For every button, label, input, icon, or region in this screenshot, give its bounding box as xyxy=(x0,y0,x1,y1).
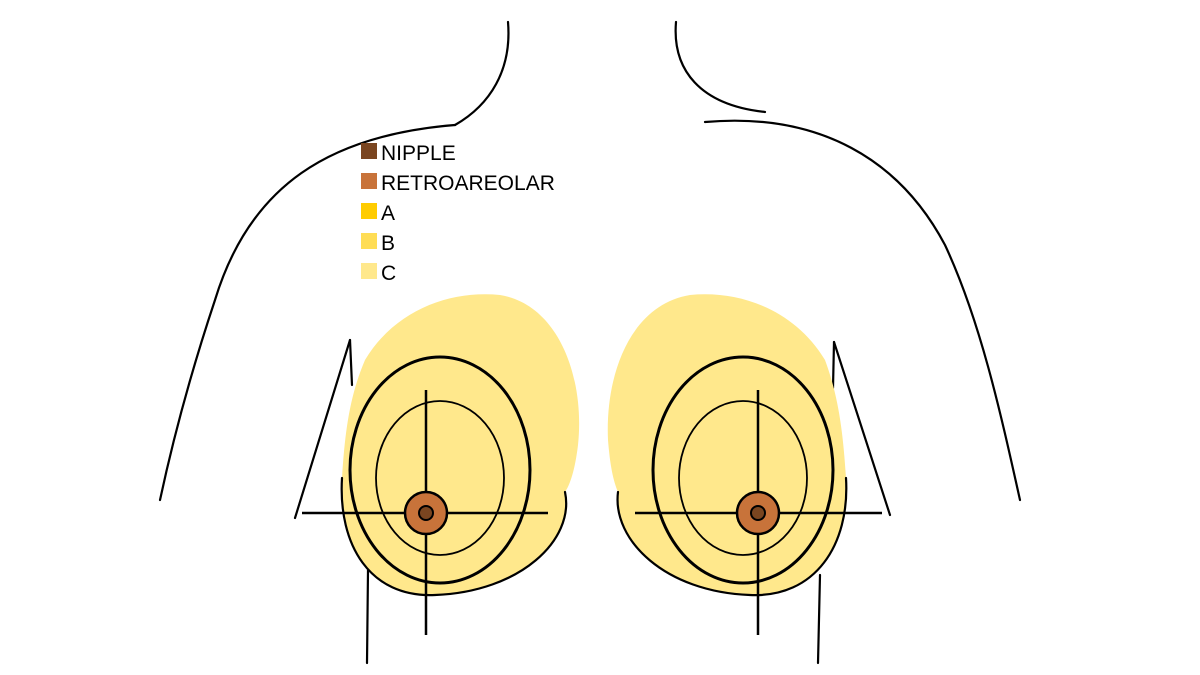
axilla-inner-right xyxy=(831,340,836,390)
legend-item-b: B xyxy=(361,232,395,255)
legend-label-c: C xyxy=(381,262,396,285)
neck-left xyxy=(453,20,510,127)
zone-c-left-edge xyxy=(340,476,568,597)
legend-label-b: B xyxy=(381,232,395,255)
legend-item-nipple: NIPPLE xyxy=(361,142,456,165)
legend-label-a: A xyxy=(381,202,395,225)
legend-label-retroareolar: RETROAREOLAR xyxy=(381,172,555,195)
legend-swatch-nipple xyxy=(361,143,377,159)
axilla-line-left xyxy=(293,338,352,520)
zone-a-left xyxy=(375,400,505,556)
zone-c-right xyxy=(607,294,847,596)
legend-swatch-retroareolar xyxy=(361,173,377,189)
legend-swatch-b xyxy=(361,233,377,249)
torso-outline xyxy=(158,20,1022,665)
waist-line-right xyxy=(816,573,822,665)
breast-right xyxy=(607,294,882,635)
legend-label-nipple: NIPPLE xyxy=(381,142,456,165)
legend: NIPPLE RETROAREOLAR A B C xyxy=(361,142,555,285)
zone-c-right-edge xyxy=(616,476,848,597)
legend-swatch-a xyxy=(361,203,377,219)
legend-item-a: A xyxy=(361,202,395,225)
shoulder-right xyxy=(703,119,1022,502)
neck-right xyxy=(674,20,767,114)
zone-b-left xyxy=(348,355,532,585)
zone-a-right xyxy=(678,400,808,556)
axilla-inner-left xyxy=(348,338,354,387)
axilla-line-right xyxy=(832,340,892,517)
breast-left xyxy=(302,294,580,635)
waist-line-left xyxy=(365,568,370,665)
legend-item-c: C xyxy=(361,262,396,285)
legend-item-retroareolar: RETROAREOLAR xyxy=(361,172,555,195)
shoulder-left xyxy=(158,123,457,502)
nipple-right xyxy=(750,505,766,521)
zone-b-right xyxy=(651,355,835,585)
legend-swatch-c xyxy=(361,263,377,279)
nipple-left xyxy=(418,505,434,521)
